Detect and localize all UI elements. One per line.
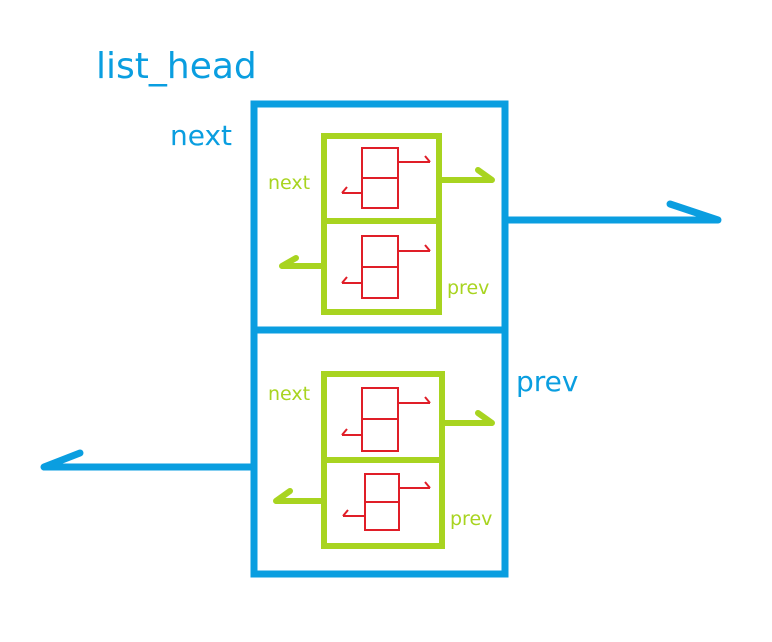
inner-node-top-prev-label: prev [447, 277, 489, 299]
inner-node-bottom-prev-label: prev [450, 508, 492, 530]
list-head-prev-arrow [40, 449, 254, 471]
nested-node-bottom-lower [342, 473, 431, 531]
diagram-title: list_head [96, 46, 257, 87]
inner-node-top-next-label: next [268, 172, 310, 194]
list-head-next-label: next [170, 119, 232, 152]
list-head-box [250, 100, 509, 578]
inner-node-top-next-arrow [439, 167, 495, 183]
inner-node-top-prev-arrow [279, 255, 324, 269]
nested-node-top-lower [341, 235, 431, 299]
inner-node-bottom-next-label: next [268, 383, 310, 405]
inner-node-bottom-next-arrow [442, 410, 495, 426]
inner-node-top: next prev [268, 133, 495, 315]
nested-node-top-upper [341, 147, 431, 209]
list-head-prev-label: prev [516, 365, 578, 398]
inner-node-bottom: next prev [268, 371, 495, 549]
nested-node-bottom-upper [341, 387, 431, 452]
inner-node-bottom-prev-arrow [273, 488, 324, 504]
list-head-next-arrow [505, 200, 722, 224]
